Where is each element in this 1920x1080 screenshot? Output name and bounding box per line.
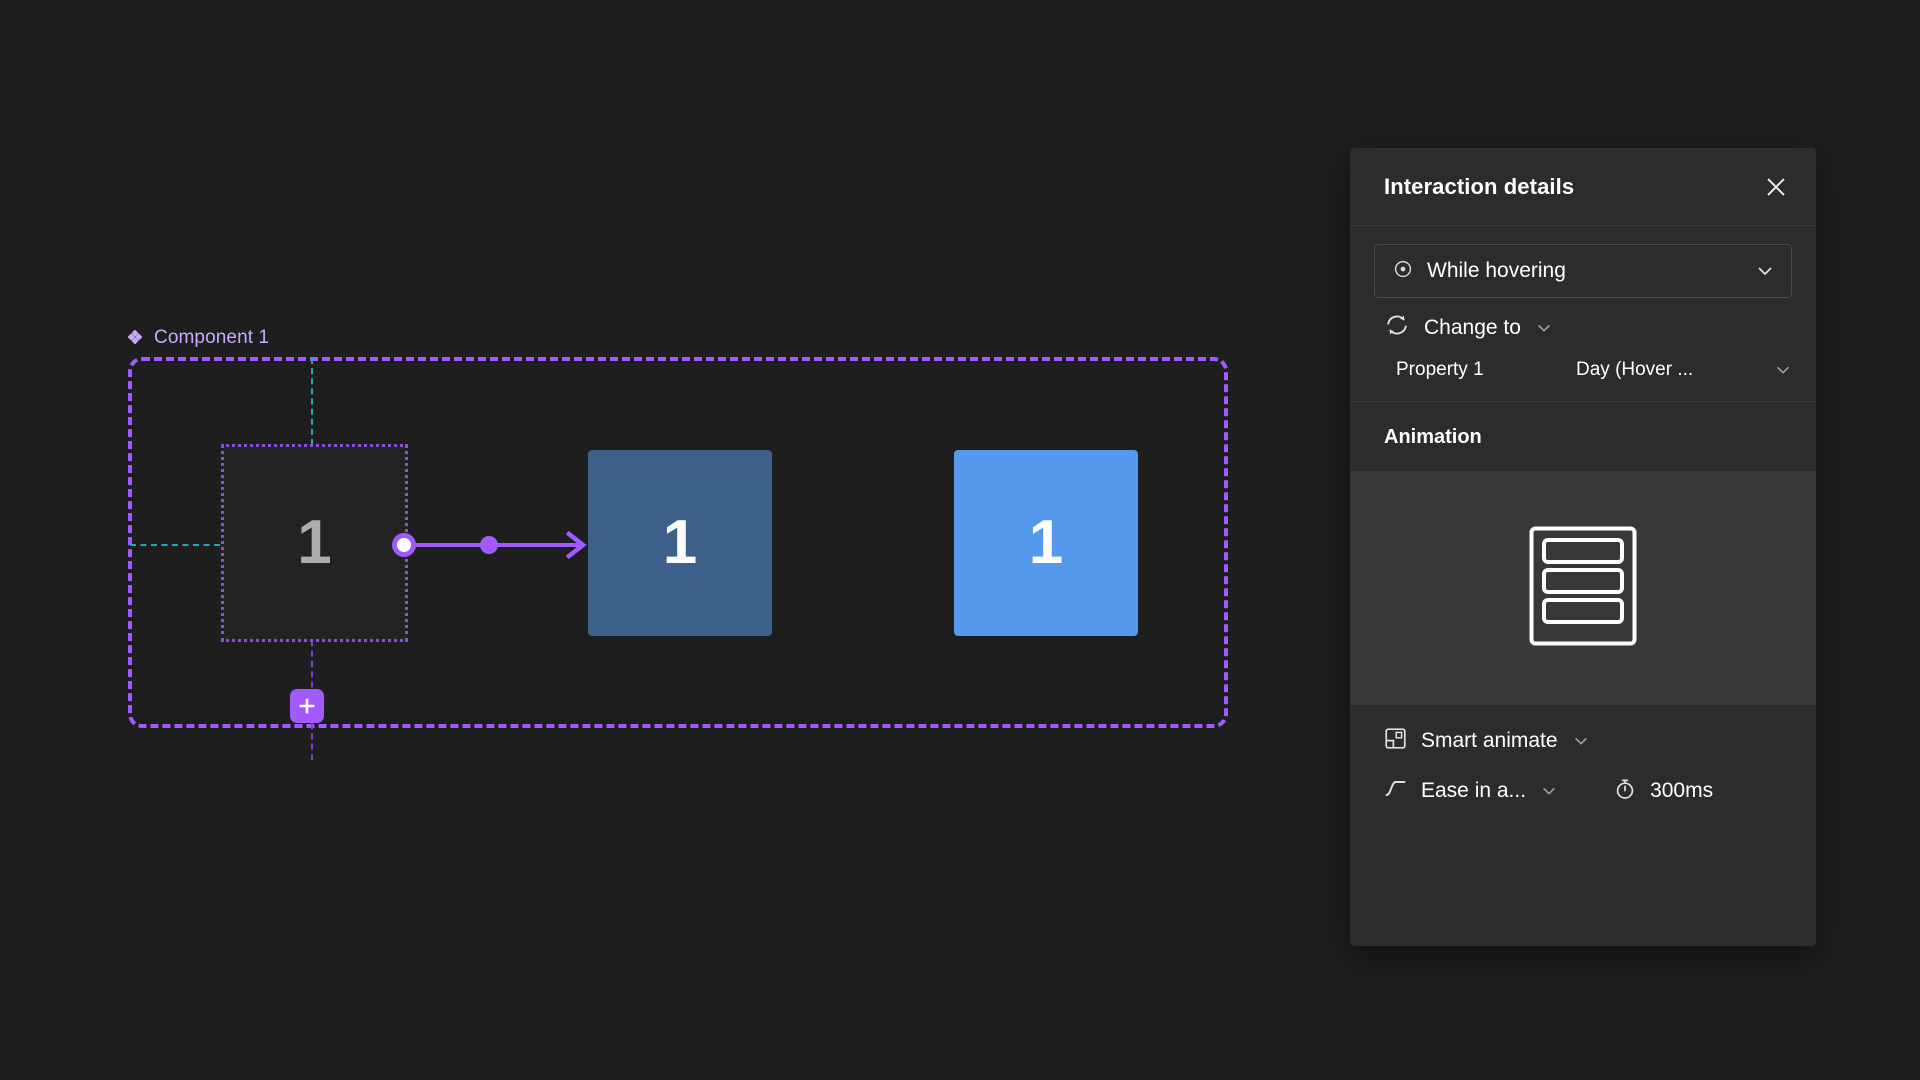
trigger-value: While hovering [1427, 259, 1566, 282]
interaction-connector-arrowhead [565, 530, 588, 560]
component-diamond-icon [127, 329, 145, 347]
interaction-connector-start-handle[interactable] [392, 533, 416, 557]
animation-easing-value: Ease in a... [1421, 779, 1527, 802]
panel-header: Interaction details [1350, 148, 1816, 226]
action-row[interactable]: Change to [1350, 298, 1816, 343]
variant-1-selected[interactable]: 1 [221, 444, 408, 642]
trigger-target-icon [1393, 259, 1413, 284]
smart-animate-icon [1384, 727, 1407, 755]
easing-curve-icon [1384, 777, 1407, 805]
trigger-select[interactable]: While hovering [1374, 244, 1792, 298]
close-icon [1767, 177, 1785, 196]
component-frame-label[interactable]: Component 1 [127, 327, 270, 349]
chevron-down-icon[interactable] [1774, 361, 1792, 379]
plus-icon [299, 698, 315, 714]
change-to-swap-icon [1384, 312, 1410, 343]
animation-type-value: Smart animate [1421, 729, 1558, 752]
interaction-connector-midpoint-handle[interactable] [480, 536, 498, 554]
animation-easing-row[interactable]: Ease in a... 300ms [1350, 755, 1816, 805]
add-variant-button[interactable] [290, 689, 324, 723]
variant-3-number: 1 [1028, 508, 1064, 577]
chevron-down-icon[interactable] [1572, 732, 1590, 750]
property-label: Property 1 [1396, 359, 1484, 380]
list-layout-preview-icon [1529, 526, 1637, 651]
variant-3-bright[interactable]: 1 [954, 450, 1138, 636]
trigger-row: While hovering [1350, 226, 1816, 298]
variant-1-number: 1 [297, 508, 332, 577]
animation-preview[interactable] [1350, 472, 1816, 705]
interaction-details-panel[interactable]: Interaction details While hovering [1350, 148, 1816, 946]
chevron-down-icon[interactable] [1540, 782, 1558, 800]
chevron-down-icon[interactable] [1535, 319, 1553, 337]
animation-section-title: Animation [1350, 402, 1816, 472]
component-frame[interactable] [128, 357, 1228, 728]
alignment-guide-horizontal [130, 544, 220, 546]
variant-2-number: 1 [662, 508, 698, 577]
variant-2-muted[interactable]: 1 [588, 450, 772, 636]
close-button[interactable] [1758, 169, 1794, 205]
property-row: Property 1 Day (Hover ... [1350, 343, 1816, 402]
chevron-down-icon[interactable] [1755, 261, 1775, 281]
action-value: Change to [1424, 315, 1521, 339]
animation-type-row[interactable]: Smart animate [1350, 705, 1816, 755]
property-value[interactable]: Day (Hover ... [1576, 359, 1694, 380]
alignment-guide-vertical [311, 358, 313, 445]
page-title: Interaction details [1384, 173, 1575, 199]
stopwatch-icon [1614, 778, 1636, 805]
animation-duration-value[interactable]: 300ms [1650, 779, 1714, 802]
component-name-text: Component 1 [154, 327, 270, 348]
